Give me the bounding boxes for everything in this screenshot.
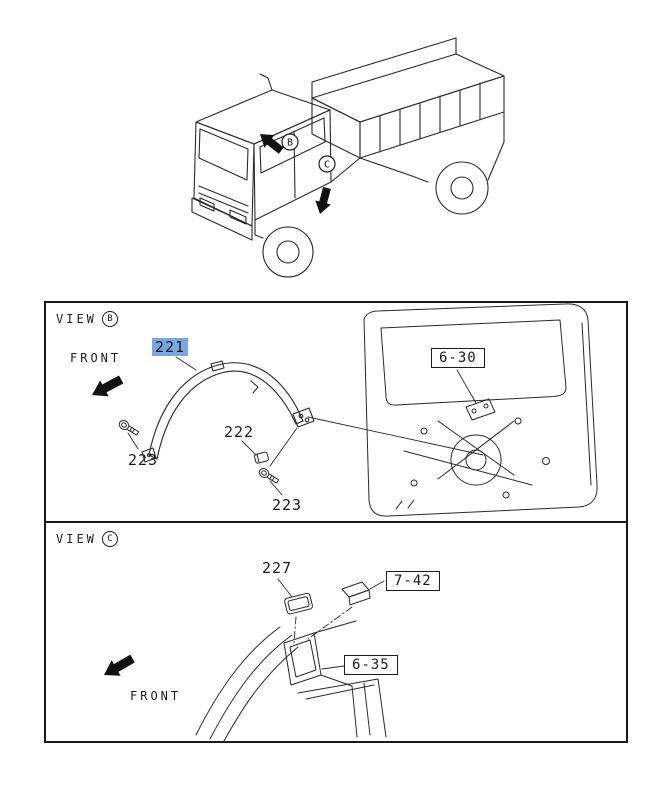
front-arrow-view-c-icon	[104, 654, 135, 676]
truck-bed-drawing	[311, 37, 505, 215]
leader-lines-view-b	[127, 356, 484, 496]
view-c-title-text: VIEW	[56, 532, 97, 546]
view-b-title: VIEW B	[56, 311, 118, 327]
truck-cab-drawing	[191, 73, 361, 278]
part-label-223-left[interactable]: 223	[128, 451, 159, 469]
view-b-drawing	[92, 303, 598, 517]
ref-box-7-42[interactable]: 7-42	[386, 571, 440, 591]
part-label-223-right[interactable]: 223	[272, 496, 303, 514]
clip-222-icon	[253, 451, 269, 464]
view-c-section: VIEW C 227 7-42 6-35 FRONT	[46, 521, 626, 741]
truck-callouts: B C	[260, 133, 336, 214]
view-c-drawing	[104, 578, 387, 741]
leader-lines-view-c	[277, 578, 385, 670]
truck-overview-drawing: B C	[191, 37, 505, 278]
arrow-to-view-c-icon	[315, 186, 331, 214]
views-frame: VIEW B FRONT 221 222 223 223 6-30	[44, 301, 628, 743]
door-panel-drawing	[363, 303, 598, 517]
molding-221-drawing	[141, 360, 315, 463]
front-arrow-view-b-icon	[92, 375, 124, 397]
part-label-221[interactable]: 221	[152, 338, 189, 356]
ref-box-6-35[interactable]: 6-35	[344, 655, 398, 675]
view-b-title-text: VIEW	[56, 312, 97, 326]
clip-7-42-icon	[341, 581, 371, 606]
front-label-view-c: FRONT	[130, 689, 182, 703]
front-label-view-b: FRONT	[70, 351, 122, 365]
callout-c-letter: C	[324, 160, 330, 171]
part-label-227[interactable]: 227	[262, 559, 293, 577]
view-b-section: VIEW B FRONT 221 222 223 223 6-30	[46, 303, 626, 521]
ref-box-6-30[interactable]: 6-30	[431, 348, 485, 368]
view-b-letter-badge: B	[101, 311, 118, 327]
view-c-title: VIEW C	[56, 531, 118, 547]
pad-227-icon	[284, 592, 313, 615]
bolt-223-right-icon	[258, 468, 280, 484]
view-c-letter-badge: C	[101, 531, 118, 547]
callout-c-circle	[318, 155, 336, 173]
part-label-222[interactable]: 222	[224, 423, 255, 441]
callout-b-circle	[281, 133, 299, 151]
callout-b-letter: B	[287, 138, 293, 149]
body-section-drawing	[195, 620, 387, 741]
bolt-223-left-icon	[118, 420, 140, 436]
arrow-to-view-b-icon	[260, 134, 284, 154]
